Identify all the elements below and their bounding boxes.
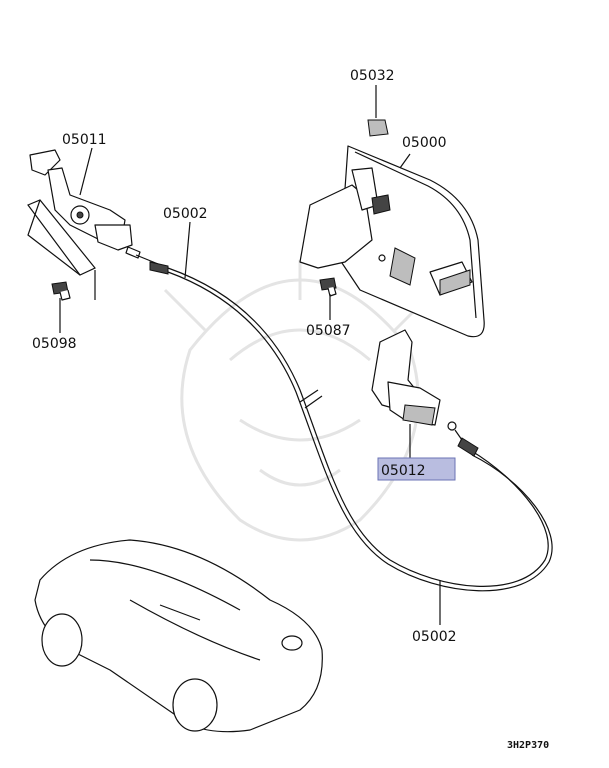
label-05002-top: 05002 bbox=[163, 206, 208, 222]
label-05098: 05098 bbox=[32, 336, 77, 352]
leader-05002-top bbox=[184, 221, 191, 279]
label-05011: 05011 bbox=[62, 132, 107, 148]
label-05002-bottom: 05002 bbox=[412, 629, 457, 645]
label-05000: 05000 bbox=[402, 135, 447, 151]
label-05012[interactable]: 05012 bbox=[381, 463, 426, 479]
highlight-05012[interactable]: 05012 bbox=[377, 457, 456, 481]
label-05087: 05087 bbox=[306, 323, 351, 339]
leader-05011 bbox=[79, 147, 93, 196]
diagram-code: 3H2P370 bbox=[507, 740, 549, 751]
bracket-05012 bbox=[371, 329, 441, 426]
bolt-05098 bbox=[51, 281, 71, 301]
car-silhouette bbox=[34, 539, 323, 733]
leader-05000 bbox=[399, 153, 411, 169]
label-05032: 05032 bbox=[350, 68, 395, 84]
highlight-box bbox=[377, 457, 456, 481]
fuel-lid-05000 bbox=[299, 145, 485, 338]
screw-05087 bbox=[319, 277, 337, 297]
lock-assembly-05011 bbox=[27, 149, 133, 276]
release-cable-05002 bbox=[125, 246, 553, 592]
clip-05032 bbox=[367, 119, 389, 137]
